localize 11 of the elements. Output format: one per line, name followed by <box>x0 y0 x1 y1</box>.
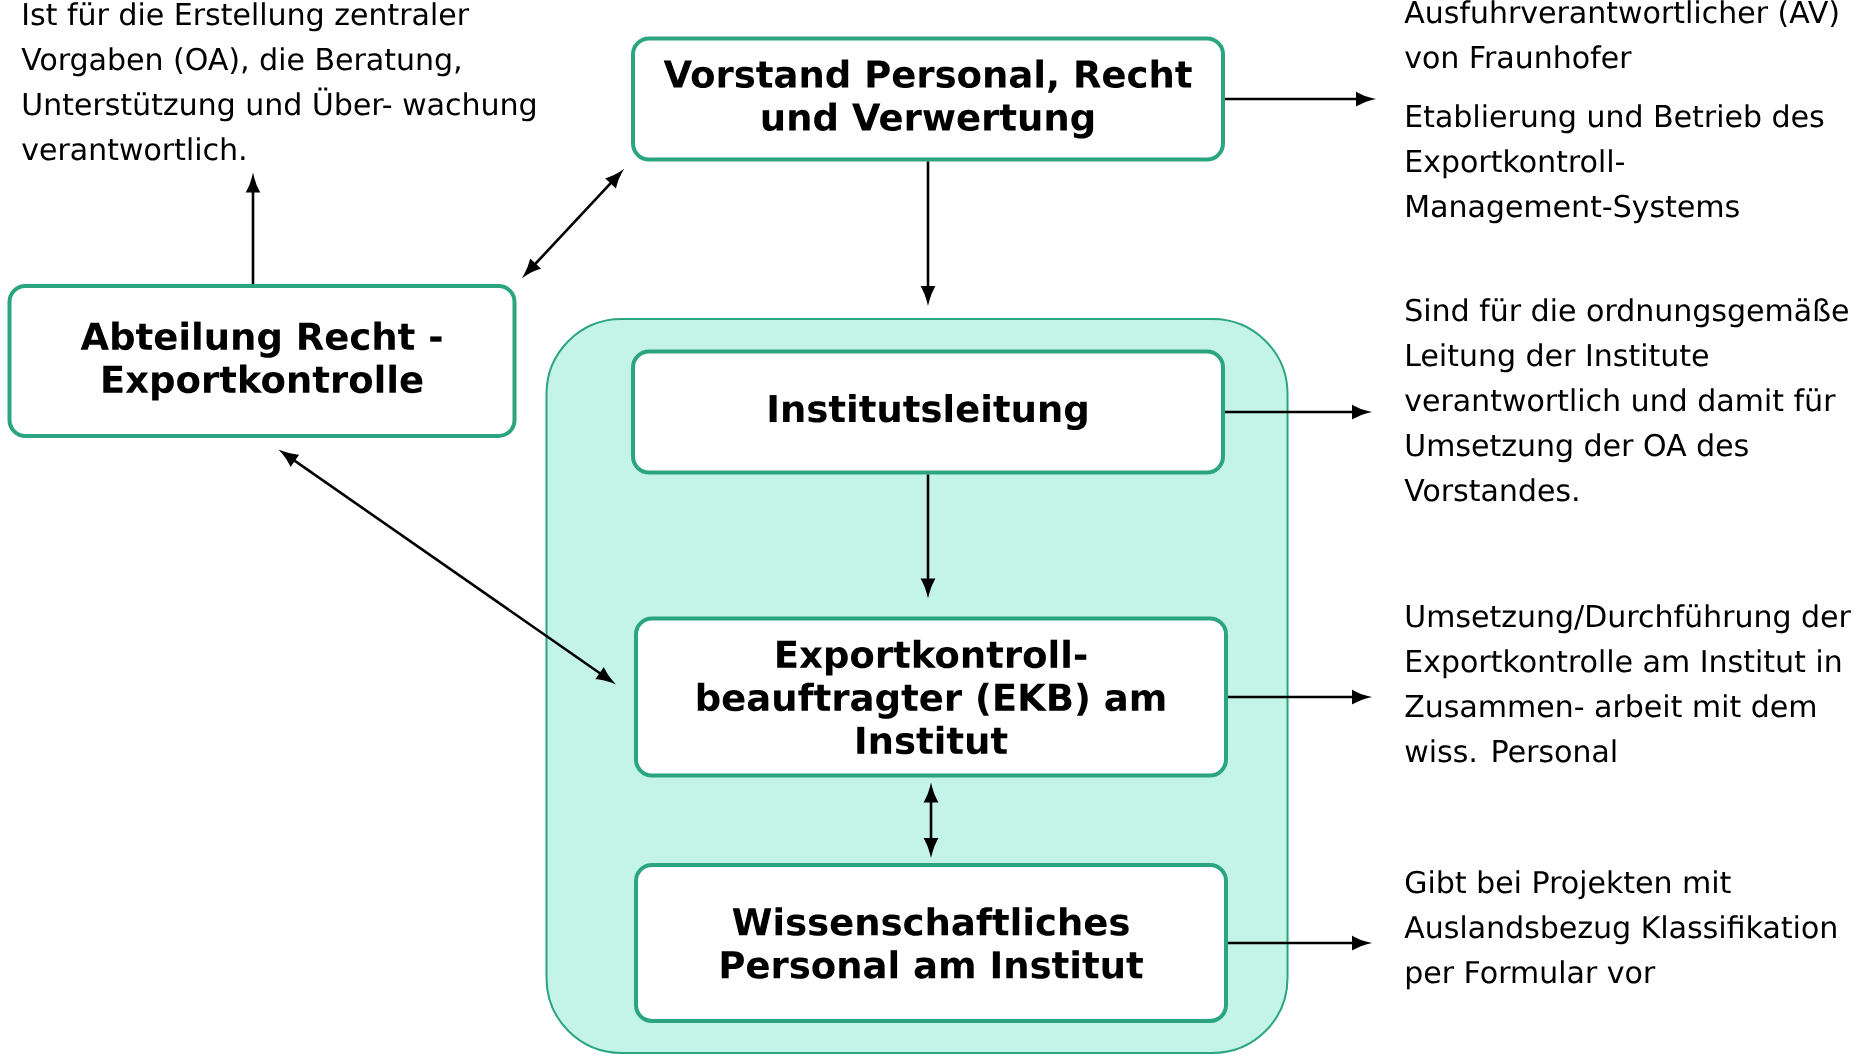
description-text: Sind für die ordnungsgemäße Leitung der Institute verantwortlich und damit für Umsetzung der OA des Vorstandes. <box>1404 298 1848 502</box>
description-text: Umsetzung/Durchführung der Exportkontrolle am Institut in Zusammen- arbeit mit dem wiss. Personal <box>1405 604 1851 763</box>
process-box: Abteilung Recht - Exportkontrolle <box>7 284 517 438</box>
process-box: Institutsleitung <box>631 349 1225 475</box>
description-text: Ausfuhrverantwortlicher (AV) von Fraunhofer Etablierung und Betrieb des Exportkontroll- Management-Systems <box>1404 0 1838 224</box>
description-text: Ist für die Erstellung zentraler Vorgaben (OA), die Beratung, Unterstützung und Über- wachung verantwortlich. <box>21 2 535 161</box>
arrow <box>524 171 622 276</box>
description-text: Gibt bei Projekten mit Auslandsbezug Klassifikation per Formular vor <box>1404 870 1836 990</box>
process-box: Wissenschaftliches Personal am Institut <box>634 863 1228 1023</box>
process-box: Exportkontroll- beauftragter (EKB) am Institut <box>634 616 1228 778</box>
process-box: Vorstand Personal, Recht und Verwertung <box>631 36 1225 162</box>
